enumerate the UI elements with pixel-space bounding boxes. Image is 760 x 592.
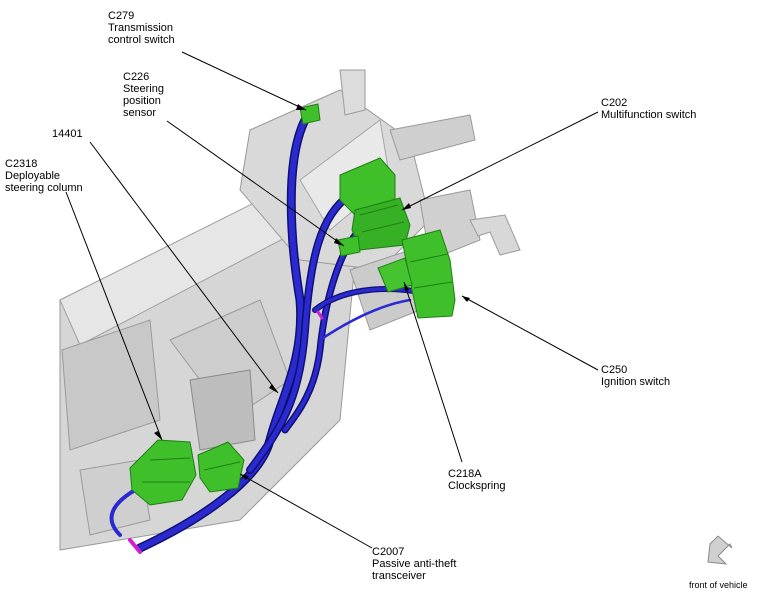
leader-arrowheads [154, 104, 470, 480]
leader-c226 [166, 120, 345, 247]
front-of-vehicle-label: front of vehicle [689, 580, 748, 590]
connector-c279 [299, 103, 321, 125]
label-14401-code: 14401 [52, 128, 83, 140]
leader-lines [65, 51, 599, 549]
label-c2007: C2007 Passive anti-theft transceiver [372, 546, 456, 582]
label-c250-code: C250 [601, 364, 628, 376]
leader-c202 [401, 111, 599, 211]
label-c2318-code: C2318 [5, 158, 38, 170]
front-of-vehicle-text: front of vehicle [689, 580, 748, 590]
label-c250-line1: Ignition switch [601, 376, 671, 388]
label-c202-code: C202 [601, 97, 628, 109]
steering-column-body [59, 179, 361, 551]
connector-c2318 [129, 439, 197, 506]
label-c250: C250 Ignition switch [601, 364, 670, 388]
label-c279-code: C279 [108, 10, 135, 22]
label-c279-line1: Transmission [108, 22, 173, 34]
connector-c2007 [197, 441, 245, 493]
arrow-down-left-icon [707, 535, 733, 565]
leader-c2318 [65, 191, 163, 441]
leader-14401 [89, 141, 279, 394]
label-c226-line2: position [123, 95, 161, 107]
label-c2007-line1: Passive anti-theft [372, 558, 457, 570]
label-c202: C202 Multifunction switch [601, 97, 696, 121]
label-c2318: C2318 Deployable steering column [5, 158, 83, 194]
connector-c250 [401, 229, 456, 319]
label-c2318-line2: steering column [5, 182, 83, 194]
leader-c2007 [239, 473, 373, 549]
connector-c226 [337, 235, 361, 257]
label-c2318-line1: Deployable [5, 170, 61, 182]
label-c218a-code: C218A [448, 468, 482, 480]
label-14401: 14401 [52, 128, 83, 140]
label-c2007-line2: transceiver [372, 570, 426, 582]
label-c218a-line1: Clockspring [448, 480, 506, 492]
label-c279-line2: control switch [108, 34, 175, 46]
label-c226-line3: sensor [123, 107, 157, 119]
label-c226-code: C226 [123, 71, 150, 83]
label-c226-line1: Steering [123, 83, 164, 95]
connector-c218a [377, 257, 413, 293]
label-c2007-code: C2007 [372, 546, 405, 558]
leader-c279 [181, 51, 307, 111]
leader-c250 [461, 295, 599, 371]
label-c279: C279 Transmission control switch [108, 10, 175, 46]
label-c202-line1: Multifunction switch [601, 109, 697, 121]
label-c218a: C218A Clockspring [448, 468, 505, 492]
leader-c218a [403, 281, 463, 463]
connector-c202 [339, 157, 411, 251]
label-c226: C226 Steering position sensor [123, 71, 164, 119]
